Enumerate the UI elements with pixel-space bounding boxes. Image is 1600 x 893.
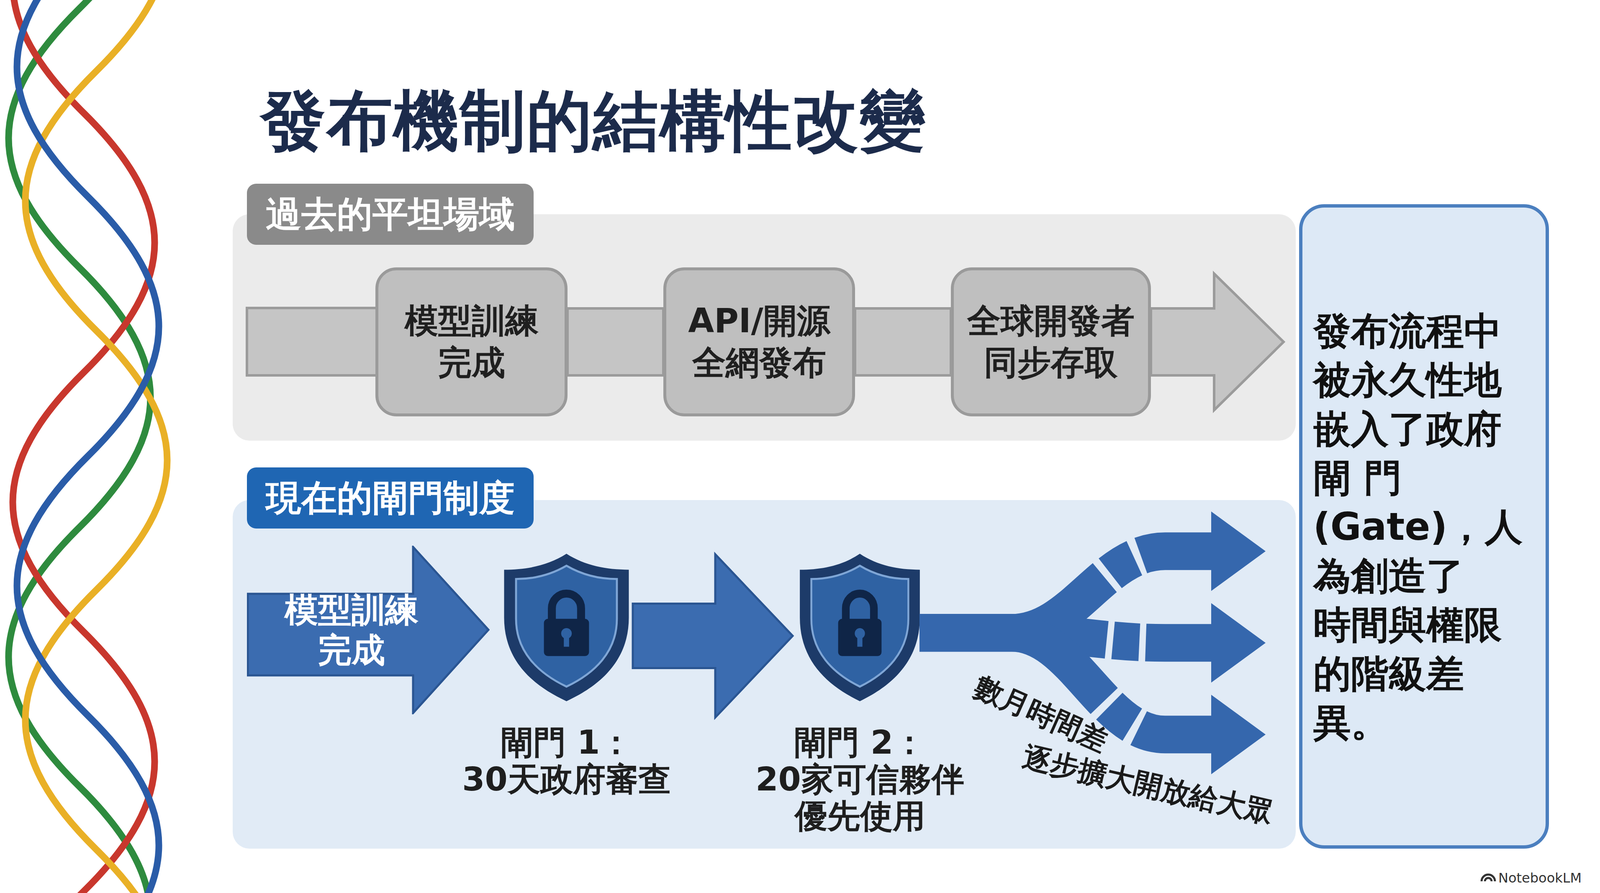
grey-band: 過去的平坦場域模型訓練 完成API/開源 全網發布全球開發者 同步存取 — [232, 214, 1296, 441]
gate-caption: 閘門 2：20家可信夥伴 優先使用 — [737, 724, 983, 835]
box-label: 模型訓練 完成 — [386, 300, 557, 384]
gate-heading: 閘門 2： — [737, 724, 983, 761]
gate-description: 20家可信夥伴 優先使用 — [737, 760, 983, 835]
gate-shield: 閘門 1：30天政府審查 — [500, 551, 633, 704]
blue-wave — [17, 0, 160, 893]
lock-keyhole — [563, 634, 570, 648]
process-box: 模型訓練 完成 — [375, 267, 568, 417]
shield-outer — [799, 553, 920, 702]
gate-caption: 閘門 1：30天政府審查 — [441, 724, 692, 798]
lock-body — [838, 618, 882, 657]
summary-text: 發布流程中 被永久性地 嵌入了政府 閘 門 (Gate)，人 為創造了 時間與權… — [1313, 306, 1536, 748]
diagram-title: 發布機制的結構性改變 — [260, 81, 926, 161]
lock-shackle — [845, 593, 874, 621]
arrow-shape: 模型訓練 完成 — [246, 545, 490, 715]
process-box: 全球開發者 同步存取 — [950, 267, 1151, 417]
band-tag: 過去的平坦場域 — [246, 183, 534, 245]
summary-box: 發布流程中 被永久性地 嵌入了政府 閘 門 (Gate)，人 為創造了 時間與權… — [1299, 204, 1549, 849]
gate-description: 30天政府審查 — [441, 760, 692, 798]
band-tag: 現在的閘門制度 — [246, 467, 534, 529]
process-box: API/開源 全網發布 — [663, 267, 856, 417]
shield-inner — [516, 565, 617, 687]
lock-shackle — [552, 593, 582, 621]
shield-inner — [811, 565, 909, 687]
gate-shield: 閘門 2：20家可信夥伴 優先使用 — [796, 551, 924, 704]
gate-heading: 閘門 1： — [441, 724, 692, 761]
watermark: NotebookLM — [1498, 870, 1582, 887]
box-label: API/開源 全網發布 — [674, 300, 844, 384]
box-label: 全球開發者 同步存取 — [962, 300, 1140, 384]
lock-keyhole — [857, 634, 863, 648]
box-label: 模型訓練 完成 — [271, 545, 432, 715]
shield-icon — [500, 551, 633, 704]
arrow-outline — [246, 545, 490, 715]
shield-icon — [796, 551, 924, 704]
lock-body — [544, 618, 590, 657]
arrow-body — [247, 547, 489, 714]
watermark-icon — [1481, 874, 1495, 882]
shield-outer — [504, 553, 630, 702]
